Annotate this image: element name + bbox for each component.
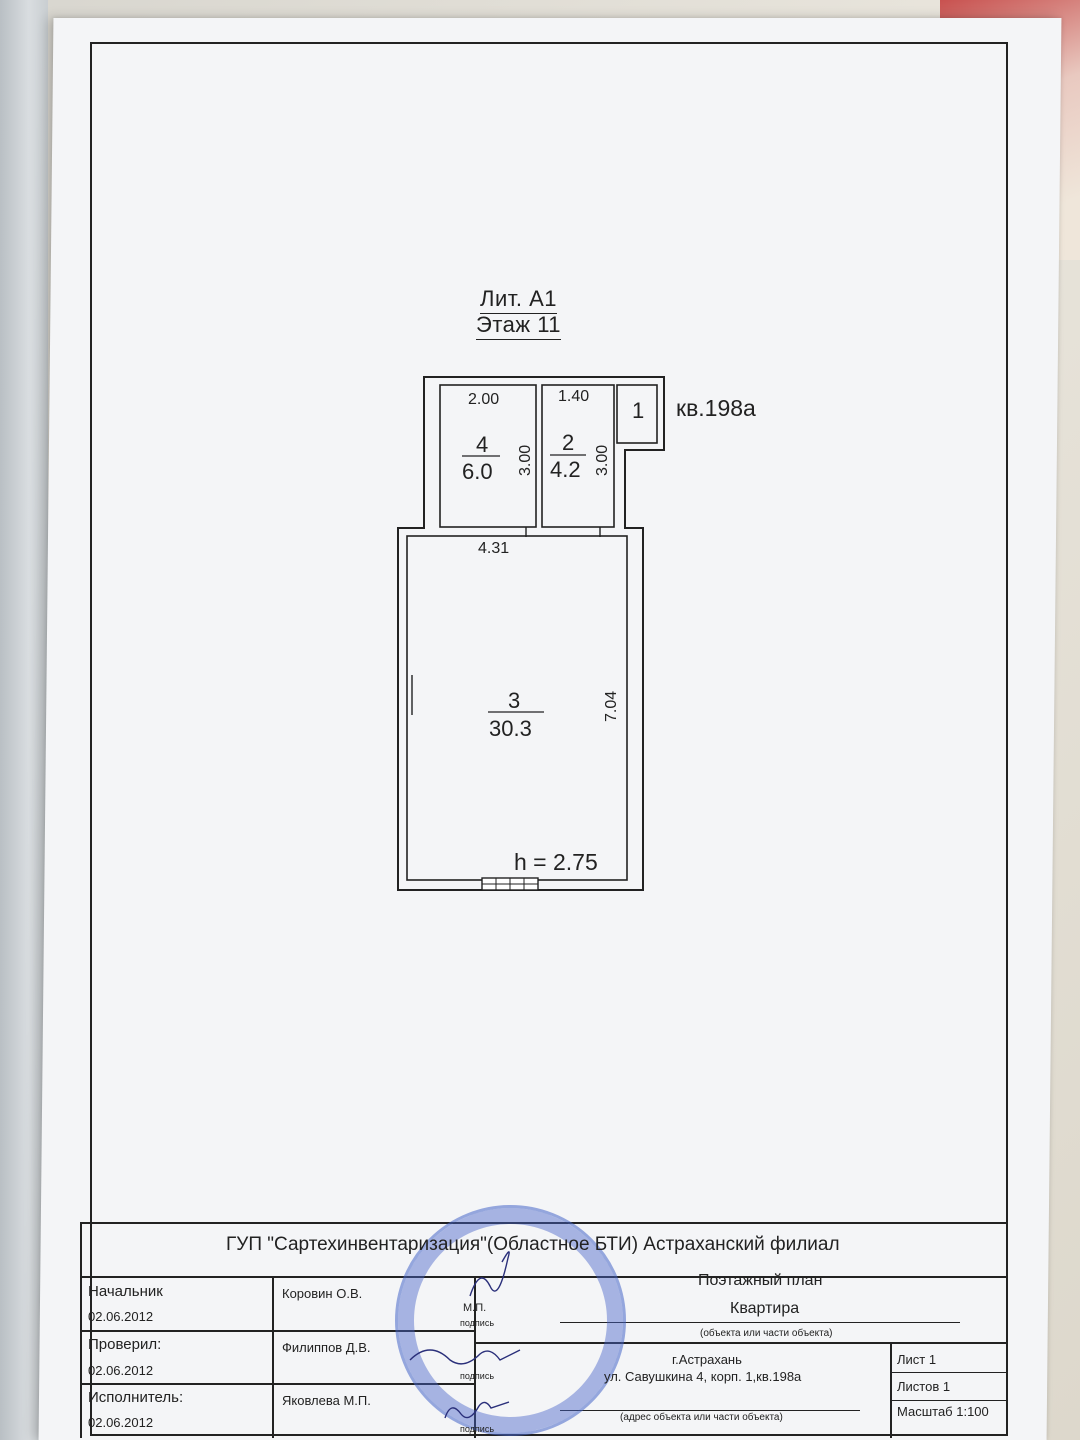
room-1-number: 1 [632, 398, 644, 423]
signature-caption: подпись [460, 1424, 495, 1434]
title-block-line [890, 1372, 1006, 1373]
title-block-line [80, 1330, 474, 1332]
room-3-length: 7.04 [603, 691, 620, 722]
floor-title: Этаж 11 [476, 312, 562, 340]
signature-2 [409, 1349, 521, 1365]
apartment-label: кв.198а [676, 395, 756, 421]
caption-underline [560, 1322, 960, 1323]
room-4-number: 4 [476, 432, 488, 457]
mp-label: М.П. [463, 1302, 487, 1314]
sheet-count: Листов 1 [897, 1379, 951, 1394]
room-4-area: 6.0 [462, 459, 493, 484]
lit-title: Лит. А1 [480, 286, 557, 314]
signature-caption: подпись [460, 1371, 495, 1381]
name-chief: Коровин О.В. [282, 1286, 363, 1301]
title-block-left [80, 1222, 82, 1438]
room-2-area: 4.2 [550, 457, 581, 482]
address-caption: (адрес объекта или части объекта) [620, 1412, 783, 1423]
signature-1 [469, 1251, 510, 1297]
outer-wall [397, 376, 665, 891]
room-4-length: 3.00 [517, 445, 534, 476]
drawing-frame [90, 42, 1008, 1436]
room-3-width: 4.31 [478, 540, 509, 557]
room-2-length: 3.00 [594, 445, 611, 476]
room-2-outline [541, 384, 615, 528]
title-block-col [272, 1276, 274, 1438]
role-chief: Начальник [88, 1283, 163, 1300]
ceiling-height: h = 2.75 [514, 849, 598, 875]
object-type: Квартира [730, 1300, 800, 1317]
sheet-number: Лист 1 [897, 1352, 937, 1367]
signature-3 [444, 1401, 510, 1419]
room-2-number: 2 [562, 430, 574, 455]
title-block-col [890, 1342, 892, 1438]
address: ул. Савушкина 4, корп. 1,кв.198а [604, 1369, 802, 1384]
city: г.Астрахань [672, 1352, 742, 1367]
role-executor: Исполнитель: [88, 1389, 184, 1406]
binder-edge [0, 0, 48, 1440]
title-block-line [890, 1400, 1006, 1401]
organization-name: ГУП "Сартехинвентаризация"(Областное БТИ… [226, 1234, 840, 1255]
caption-underline [560, 1410, 860, 1411]
title-block-line [474, 1342, 1006, 1344]
date-checked: 02.06.2012 [88, 1363, 154, 1378]
signature-caption: подпись [460, 1318, 495, 1328]
date-chief: 02.06.2012 [88, 1309, 154, 1324]
room-2-width: 1.40 [558, 388, 589, 405]
name-checked: Филиппов Д.В. [282, 1340, 371, 1355]
role-checked: Проверил: [88, 1336, 162, 1353]
date-executor: 02.06.2012 [88, 1415, 154, 1430]
round-seal-stamp [395, 1205, 626, 1436]
room-4-outline [439, 384, 537, 528]
scale: Масштаб 1:100 [897, 1404, 989, 1419]
room-4-width: 2.00 [468, 391, 499, 408]
document-type: Поэтажный план [698, 1272, 823, 1289]
name-executor: Яковлева М.П. [282, 1393, 371, 1408]
title-block-line [80, 1383, 474, 1385]
object-caption: (объекта или части объекта) [700, 1328, 833, 1339]
room-1-outline [616, 384, 658, 444]
room-3-number: 3 [508, 688, 520, 713]
room-3-area: 30.3 [489, 716, 532, 741]
